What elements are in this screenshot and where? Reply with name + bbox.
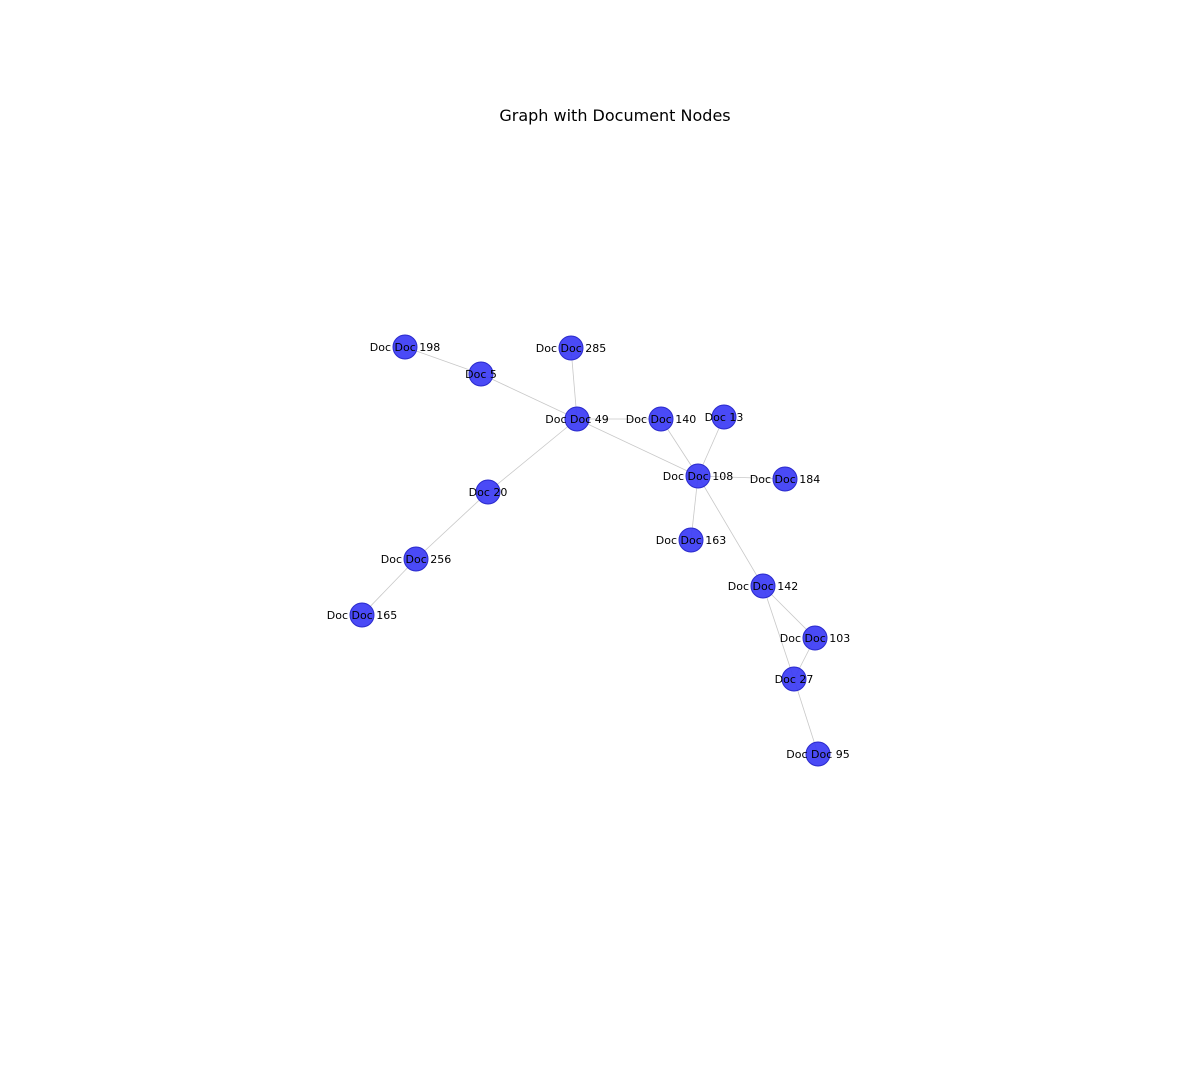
- node-circle[interactable]: [772, 466, 798, 492]
- graph-node-d184[interactable]: Doc Doc 184: [750, 466, 821, 492]
- node-circle[interactable]: [685, 463, 711, 489]
- node-circle[interactable]: [475, 479, 501, 505]
- node-label: Doc 13: [705, 411, 744, 424]
- node-circle[interactable]: [802, 625, 828, 651]
- node-label: Doc Doc 285: [536, 342, 607, 355]
- graph-node-d142[interactable]: Doc Doc 142: [728, 573, 799, 599]
- edge-layer: [361, 346, 819, 755]
- chart-title: Graph with Document Nodes: [499, 106, 730, 125]
- node-label: Doc Doc 103: [780, 632, 851, 645]
- graph-node-d140[interactable]: Doc Doc 140: [626, 406, 697, 432]
- node-label: Doc Doc 184: [750, 473, 821, 486]
- graph-node-d13[interactable]: Doc 13: [705, 404, 744, 430]
- graph-node-d5[interactable]: Doc 5: [465, 361, 497, 387]
- node-circle[interactable]: [805, 741, 831, 767]
- node-circle[interactable]: [392, 334, 418, 360]
- graph-node-d20[interactable]: Doc 20: [469, 479, 508, 505]
- graph-node-d165[interactable]: Doc Doc 165: [327, 602, 398, 628]
- graph-node-d103[interactable]: Doc Doc 103: [780, 625, 851, 651]
- edge-d142-d27: [762, 585, 795, 680]
- node-circle[interactable]: [349, 602, 375, 628]
- edge-d108-d184: [697, 475, 786, 480]
- edge-d5-d49: [480, 373, 578, 420]
- node-label: Doc 20: [469, 486, 508, 499]
- node-circle[interactable]: [711, 404, 737, 430]
- node-label: Doc Doc 142: [728, 580, 799, 593]
- graph-node-d27[interactable]: Doc 27: [775, 666, 814, 692]
- node-circle[interactable]: [558, 335, 584, 361]
- graph-node-d95[interactable]: Doc Doc 95: [786, 741, 850, 767]
- node-circle[interactable]: [403, 546, 429, 572]
- graph-node-d198[interactable]: Doc Doc 198: [370, 334, 441, 360]
- node-label: Doc Doc 140: [626, 413, 697, 426]
- edge-d49-d108: [576, 418, 699, 477]
- graph-node-d285[interactable]: Doc Doc 285: [536, 335, 607, 361]
- node-label: Doc Doc 165: [327, 609, 398, 622]
- node-label: Doc Doc 95: [786, 748, 850, 761]
- edge-d108-d142: [697, 475, 764, 587]
- node-label: Doc Doc 198: [370, 341, 441, 354]
- node-label: Doc Doc 108: [663, 470, 734, 483]
- edge-d198-d5: [404, 346, 482, 375]
- node-circle[interactable]: [678, 527, 704, 553]
- edge-d256-d165: [361, 558, 417, 616]
- node-circle[interactable]: [781, 666, 807, 692]
- node-label: Doc 27: [775, 673, 814, 686]
- edge-d49-d20: [487, 418, 578, 493]
- graph-node-d49[interactable]: Doc Doc 49: [545, 406, 609, 432]
- node-label: Doc Doc 256: [381, 553, 452, 566]
- graph-node-d163[interactable]: Doc Doc 163: [656, 527, 727, 553]
- node-label: Doc Doc 49: [545, 413, 609, 426]
- node-label: Doc 5: [465, 368, 497, 381]
- node-label: Doc Doc 163: [656, 534, 727, 547]
- node-circle[interactable]: [468, 361, 494, 387]
- graph-node-d108[interactable]: Doc Doc 108: [663, 463, 734, 489]
- graph-node-d256[interactable]: Doc Doc 256: [381, 546, 452, 572]
- edge-d20-d256: [415, 491, 489, 560]
- node-circle[interactable]: [750, 573, 776, 599]
- edge-d27-d95: [793, 678, 819, 755]
- node-circle[interactable]: [648, 406, 674, 432]
- node-circle[interactable]: [564, 406, 590, 432]
